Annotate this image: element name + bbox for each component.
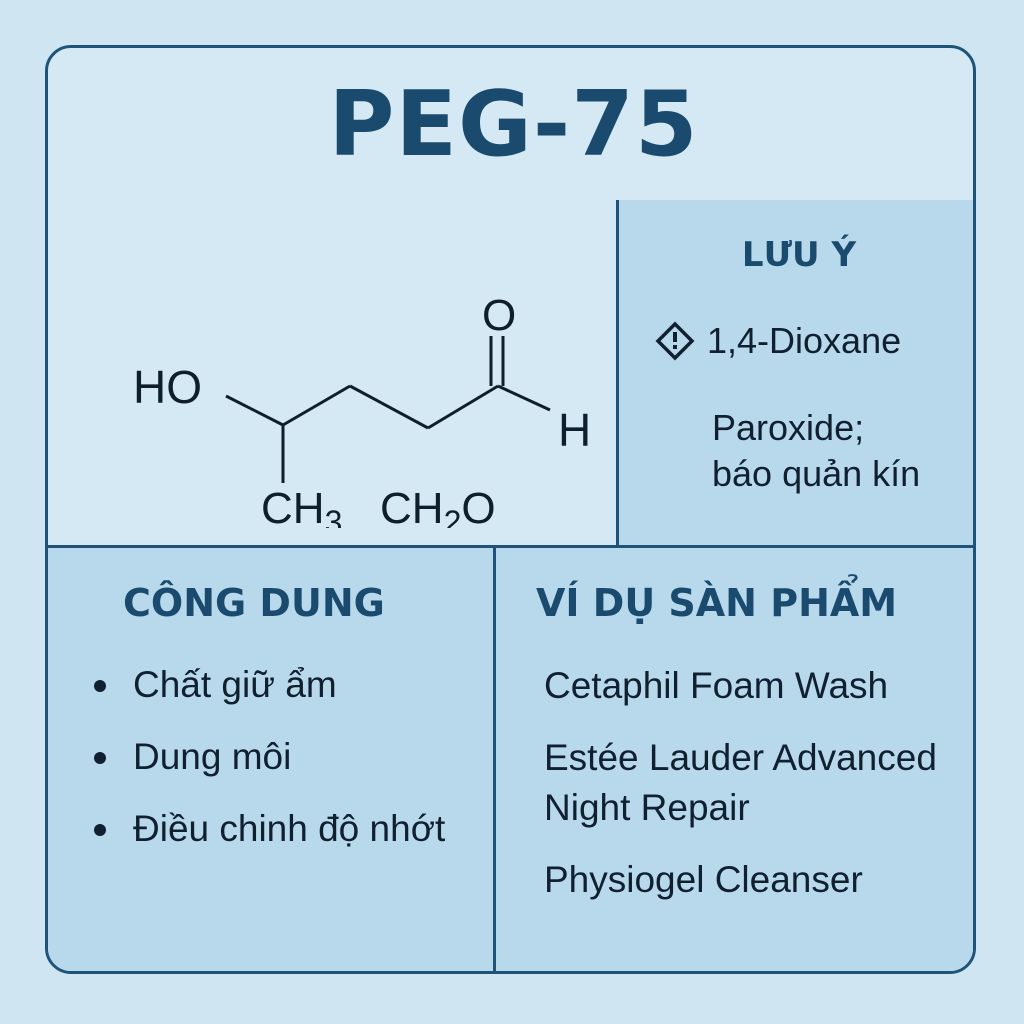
info-card: PEG-75 O HO H CH3 CH2O LƯU Ý 1,4-Dioxane… [45, 45, 976, 974]
list-item: Điều chinh độ nhớt [88, 805, 453, 853]
warning-text: 1,4-Dioxane [707, 320, 902, 361]
bond-c3-c4 [427, 384, 499, 430]
examples-heading: VÍ DỤ SÀN PHẨM [536, 581, 898, 625]
bullet-icon [94, 680, 106, 692]
examples-panel: VÍ DỤ SÀN PHẨM Cetaphil Foam Wash Estée … [496, 548, 973, 971]
methylene-tail: O [461, 484, 495, 528]
atom-hydrogen: H [558, 404, 591, 456]
atom-hydroxyl: HO [133, 361, 202, 413]
atom-oxygen-top: O [482, 291, 516, 340]
bond-c1-c2 [282, 384, 351, 427]
bond-c2-c3 [349, 384, 429, 430]
use-item-text: Chất giữ ẩm [133, 664, 337, 705]
storage-note: Paroxide; báo quản kín [712, 405, 920, 497]
list-item: Physiogel Cleanser [544, 859, 863, 900]
uses-list: Chất giữ ẩm Dung môi Điều chinh độ nhớt [88, 661, 453, 877]
page-title: PEG-75 [328, 72, 699, 177]
bond-c4-h [497, 384, 551, 412]
warning-diamond-icon [655, 321, 695, 361]
bullet-icon [94, 824, 106, 836]
list-item: Dung môi [88, 733, 453, 781]
uses-panel: CÔNG DUNG Chất giữ ẩm Dung môi Điều chin… [48, 548, 496, 971]
caution-heading: LƯU Ý [741, 235, 857, 275]
list-item: Chất giữ ẩm [88, 661, 453, 709]
uses-heading: CÔNG DUNG [123, 581, 385, 625]
list-item: Cetaphil Foam Wash [544, 665, 889, 706]
methyl-sub: 3 [325, 504, 343, 528]
note-line-2: báo quản kín [712, 453, 921, 494]
use-item-text: Điều chinh độ nhớt [133, 808, 446, 849]
methylene-main: CH [380, 484, 444, 528]
bottom-section: CÔNG DUNG Chất giữ ẩm Dung môi Điều chin… [48, 545, 973, 971]
note-line-1: Paroxide; [712, 407, 865, 448]
bond-ho-c1 [225, 394, 284, 427]
group-methyl: CH3 [261, 484, 342, 528]
list-item: Estée Lauder Advanced Night Repair [544, 737, 937, 828]
warning-row: 1,4-Dioxane [655, 320, 901, 362]
methyl-main: CH [261, 484, 325, 528]
use-item-text: Dung môi [133, 736, 292, 777]
caution-panel: LƯU Ý 1,4-Dioxane Paroxide; báo quản kín [616, 200, 973, 548]
chemical-structure: O HO H CH3 CH2O [133, 291, 591, 528]
methylene-sub: 2 [444, 504, 462, 528]
group-methylene: CH2O [380, 484, 496, 528]
products-list: Cetaphil Foam Wash Estée Lauder Advanced… [544, 661, 964, 927]
bullet-icon [94, 752, 106, 764]
